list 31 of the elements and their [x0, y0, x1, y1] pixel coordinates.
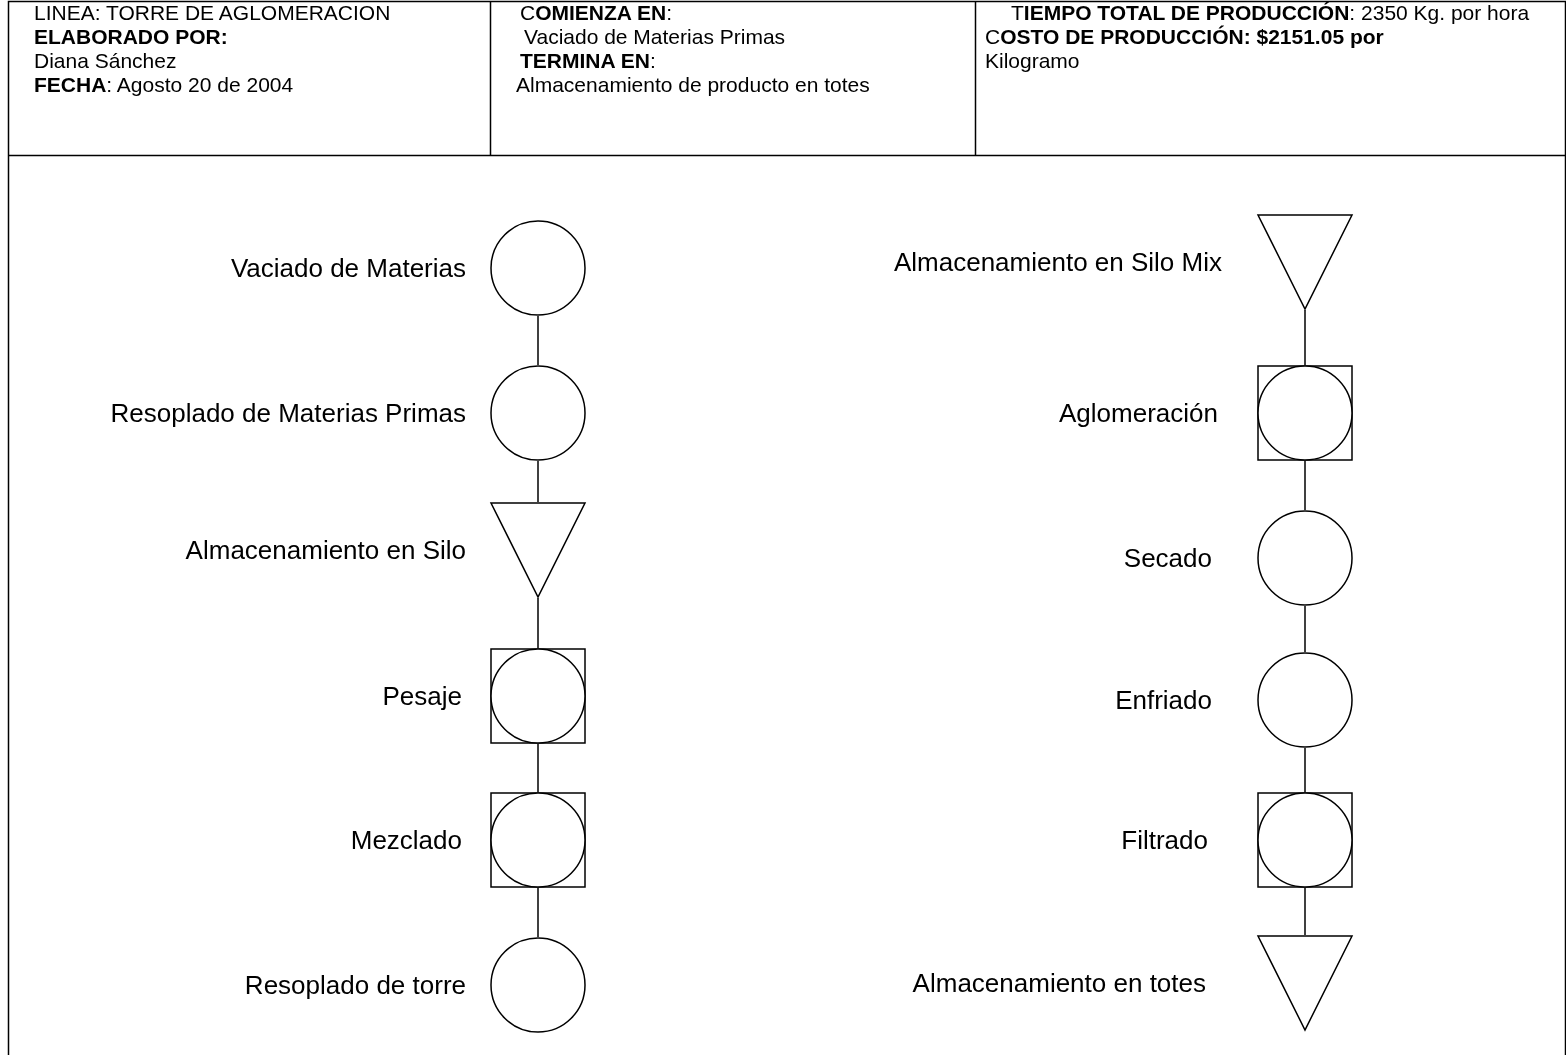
header-text: FECHA: Agosto 20 de 2004	[34, 73, 294, 97]
connector-line	[537, 460, 539, 503]
connector-line	[1304, 887, 1306, 936]
header-text: Vaciado de Materias Primas	[524, 25, 786, 49]
step-label: Almacenamiento en totes	[912, 968, 1206, 998]
header-text: TIEMPO TOTAL DE PRODUCCIÓN: 2350 Kg. por hora	[1011, 1, 1530, 25]
step-label: Aglomeración	[1059, 398, 1218, 428]
connector-line	[1304, 747, 1306, 793]
step-label: Secado	[1123, 543, 1212, 573]
connector-line	[537, 597, 539, 649]
step-label: Resoplado de torre	[244, 970, 466, 1000]
connector-line	[1304, 309, 1306, 366]
header-text: Almacenamiento de producto en totes	[516, 73, 870, 97]
step-label: Resoplado de Materias Primas	[110, 398, 466, 428]
step-label: Pesaje	[382, 681, 462, 711]
step-label: Filtrado	[1121, 825, 1208, 855]
step-label: Enfriado	[1115, 685, 1212, 715]
connector-line	[1304, 605, 1306, 653]
step-label: Mezclado	[350, 825, 462, 855]
connector-line	[537, 887, 539, 938]
header-text: COMIENZA EN:	[520, 1, 673, 25]
connector-line	[1304, 460, 1306, 511]
step-label: Vaciado de Materias	[230, 253, 466, 283]
header-text: TERMINA EN:	[520, 49, 656, 73]
header-text: LINEA: TORRE DE AGLOMERACION	[34, 1, 391, 25]
header-text: COSTO DE PRODUCCIÓN: $2151.05 por Kilogramo	[985, 25, 1385, 73]
step-label: Almacenamiento en Silo Mix	[893, 247, 1222, 277]
connector-line	[537, 315, 539, 366]
connector-line	[537, 743, 539, 793]
step-label: Almacenamiento en Silo	[185, 535, 466, 565]
header-text: ELABORADO POR: Diana Sánchez	[34, 25, 229, 73]
